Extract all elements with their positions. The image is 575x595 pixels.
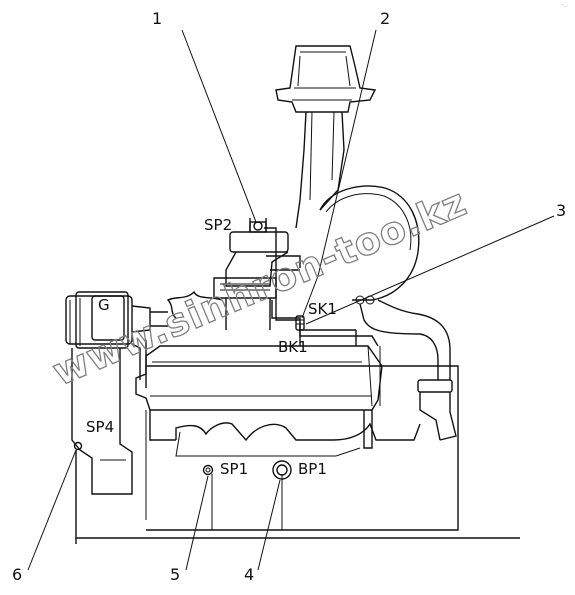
- intake-duct: [295, 111, 345, 229]
- callout-leaders: [27, 29, 555, 571]
- bp1-label: BP1: [298, 460, 327, 478]
- callout-2: 2: [380, 9, 390, 28]
- air-filter: [275, 45, 377, 113]
- sensor-sk1-bk1: SK1 BK1: [278, 300, 337, 356]
- turbo-outlet-pipe: [359, 299, 457, 441]
- generator: G: [65, 291, 168, 349]
- harness-wire: [264, 227, 379, 347]
- engine-block: [135, 329, 421, 520]
- callout-5: 5: [170, 565, 180, 584]
- generator-label: G: [98, 296, 110, 314]
- sp2-label: SP2: [204, 216, 232, 234]
- sp1-label: SP1: [220, 460, 248, 478]
- callout-6: 6: [12, 565, 22, 584]
- sp4-label: SP4: [86, 418, 114, 436]
- callout-3: 3: [556, 201, 566, 220]
- sensor-sp1: SP1: [202, 460, 248, 478]
- corner-mark: ´⁻: [560, 4, 568, 12]
- sk1-label: SK1: [308, 300, 337, 318]
- sensor-sp2: SP2: [204, 216, 263, 234]
- sensor-sp4: SP4: [73, 418, 114, 451]
- callout-4: 4: [244, 565, 254, 584]
- harness-frame: [75, 365, 520, 544]
- sensor-bp1: BP1: [272, 460, 327, 480]
- bk1-label: BK1: [278, 338, 308, 356]
- callout-1: 1: [152, 9, 162, 28]
